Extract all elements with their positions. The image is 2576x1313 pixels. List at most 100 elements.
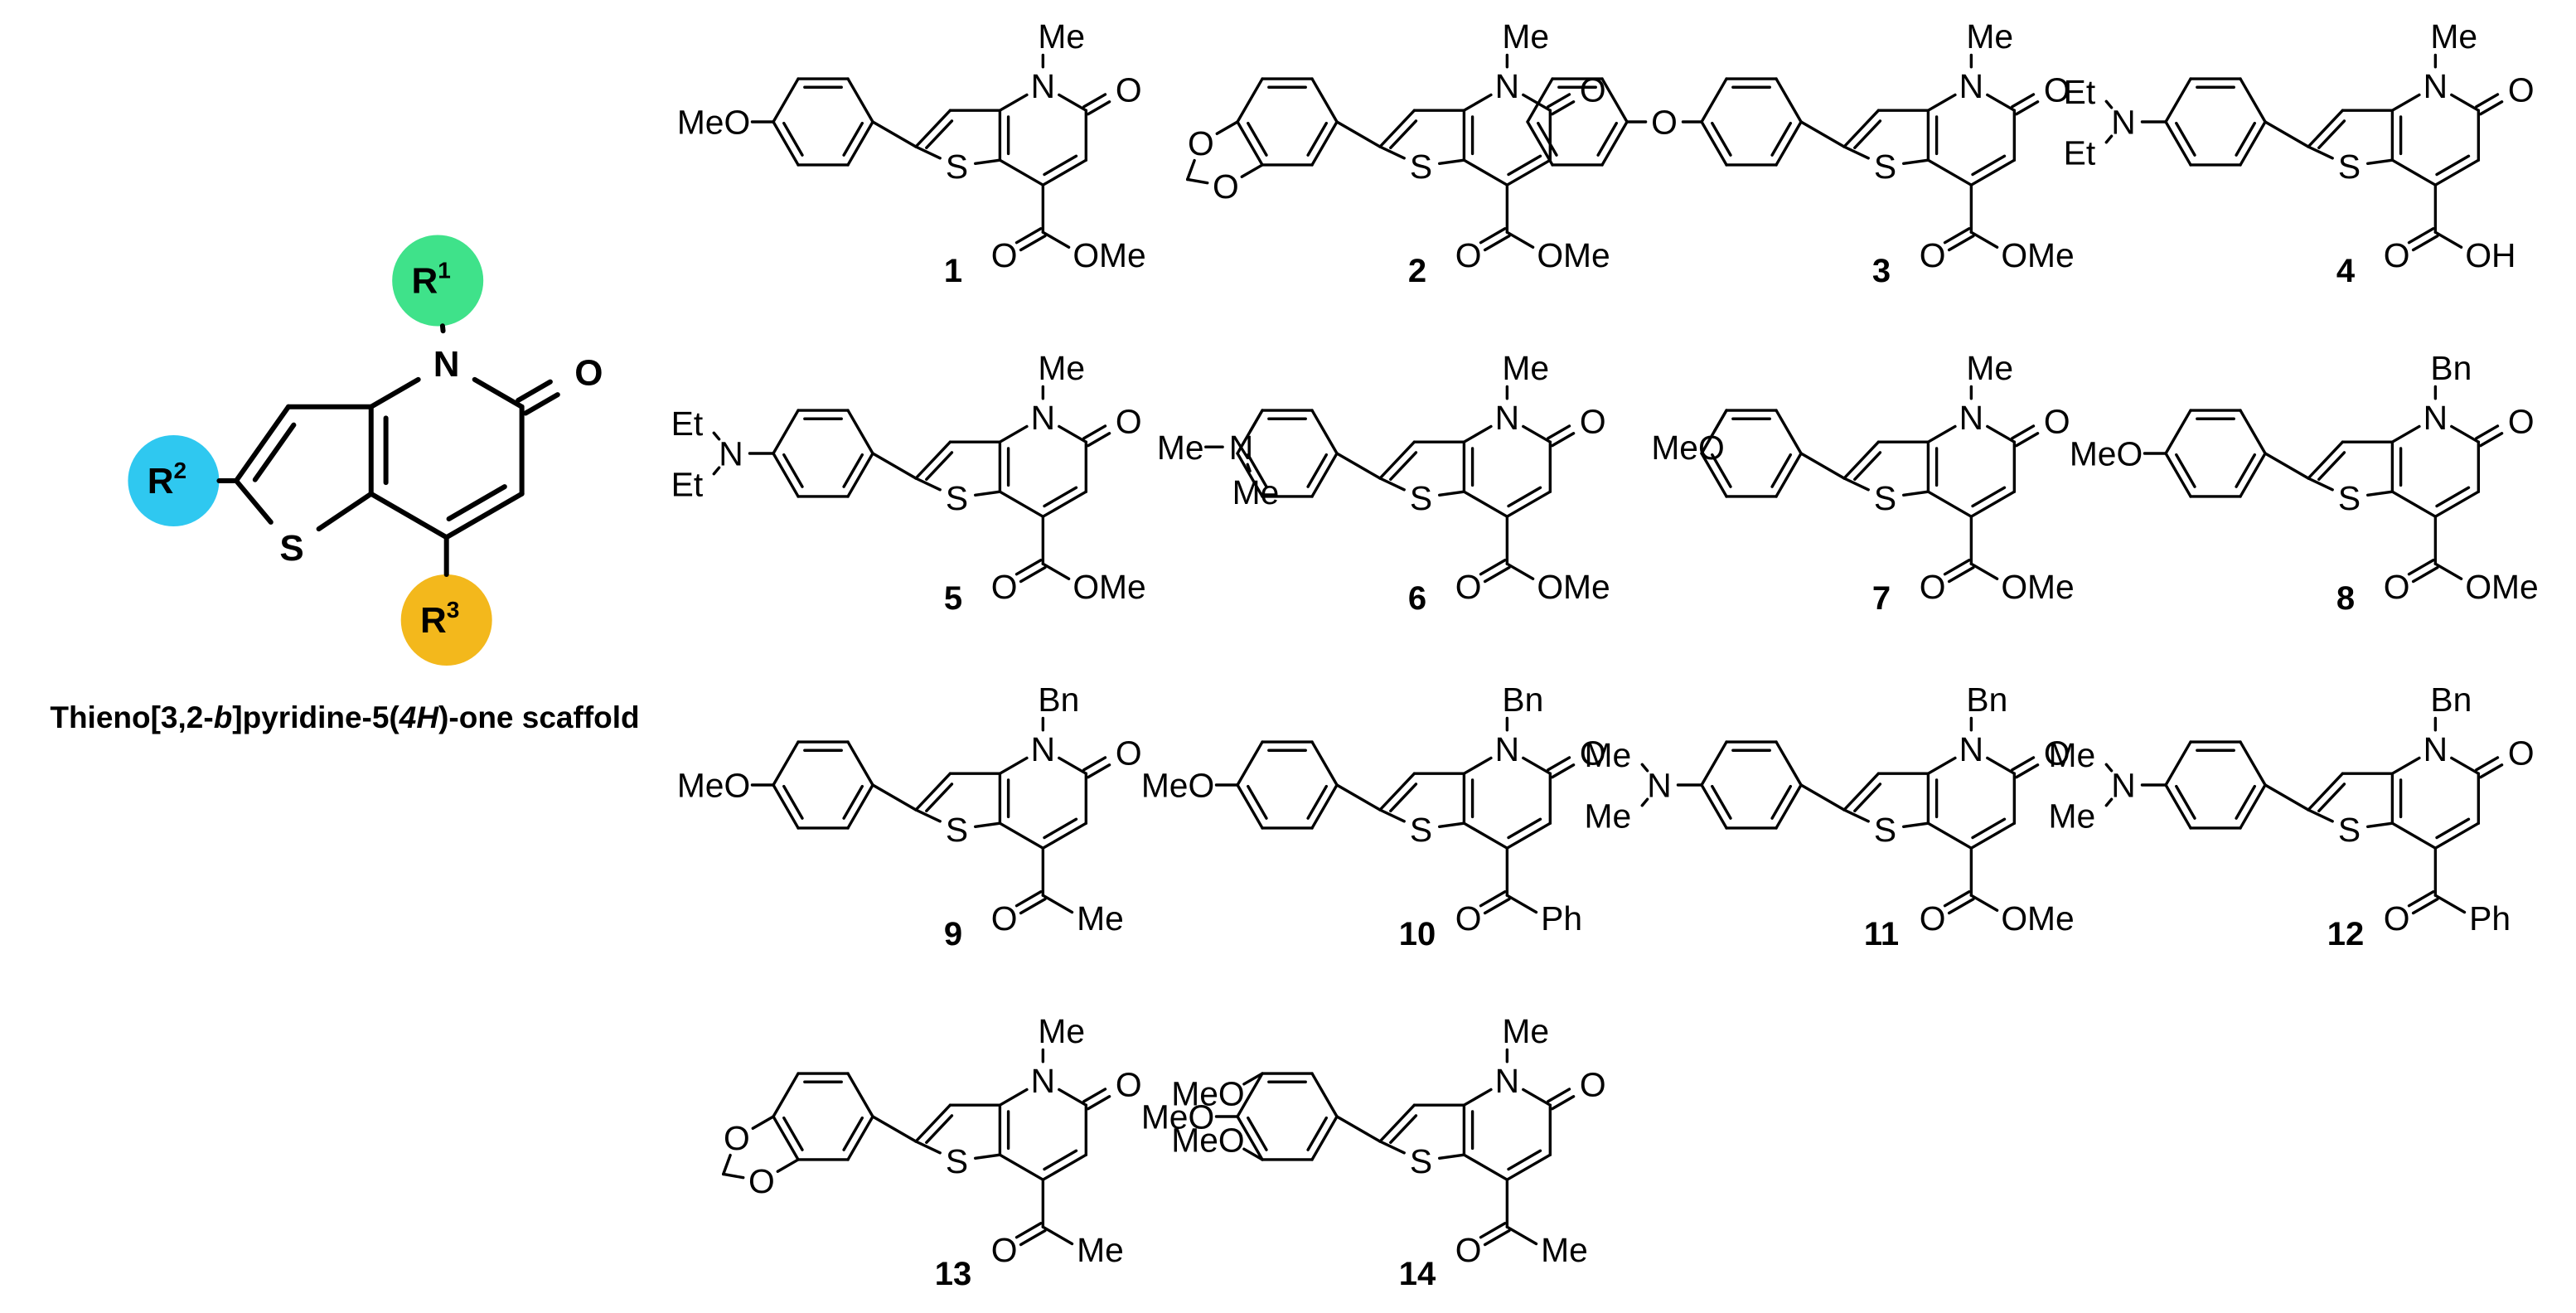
bond (1505, 894, 1538, 914)
bond (1537, 121, 1558, 157)
methoxy-label: MeO (1141, 1098, 1214, 1136)
bond (1505, 158, 1552, 187)
bond (842, 784, 864, 820)
bond (1389, 451, 1418, 482)
bond (846, 1072, 874, 1118)
bond (842, 453, 864, 488)
sulfur-label: S (946, 148, 968, 186)
n-substituent-label: Me (1966, 349, 2013, 387)
n-substituent-label: Me (2430, 17, 2477, 56)
bond (846, 783, 874, 830)
bond (516, 379, 553, 404)
bond (234, 478, 274, 525)
bond (1462, 1153, 1509, 1181)
bond (1799, 120, 1846, 148)
bond (1775, 77, 1803, 124)
bond (998, 1153, 1045, 1181)
bond (871, 452, 918, 480)
bond (1014, 1222, 1043, 1239)
bond (2433, 230, 2463, 249)
bond (2164, 452, 2192, 498)
r3-oxygen-label: O (1920, 568, 1946, 606)
bond (1505, 821, 1552, 850)
bond (1019, 1228, 1047, 1247)
bond (368, 491, 449, 540)
nitrogen-label: N (1031, 730, 1055, 768)
bond (1842, 808, 1870, 823)
bond (1041, 894, 1074, 914)
bond (1526, 120, 1554, 167)
scaffold-sulfur-label: S (279, 528, 303, 569)
bond (2433, 562, 2463, 580)
bond (1310, 1115, 1339, 1161)
nitrogen-label: N (1031, 67, 1055, 105)
bond (998, 1088, 1029, 1107)
nitrogen-label: N (1495, 67, 1519, 105)
methoxy-label: MeO (1171, 1075, 1244, 1113)
bond (1926, 490, 1973, 518)
bond (1596, 121, 1619, 157)
methoxy-ester-label: OMe (1537, 236, 1610, 274)
bond (446, 484, 507, 521)
bond (871, 120, 918, 148)
bond (2390, 93, 2421, 112)
bond (772, 1072, 800, 1118)
bond (1242, 1072, 1264, 1086)
amine-alkyl-label: Me (2048, 736, 2095, 774)
bond (2104, 763, 2114, 773)
carbonyl-oxygen-label: O (2508, 402, 2535, 440)
nitrogen-label: N (1495, 399, 1519, 437)
bond (1775, 740, 1803, 787)
r3-oxygen-label: O (1455, 899, 1482, 938)
carbonyl-oxygen-label: O (2508, 734, 2535, 772)
sulfur-label: S (2338, 811, 2361, 849)
compound-number: 13 (935, 1256, 972, 1292)
bond (2264, 452, 2310, 480)
bond (1522, 93, 1552, 112)
r3-oxygen-label: O (991, 899, 1018, 938)
bond (782, 784, 804, 820)
sulfur-label: S (1410, 479, 1432, 517)
bond (1185, 158, 1196, 182)
bond (1087, 763, 1111, 779)
bond (2390, 821, 2438, 850)
bond (1043, 1149, 1078, 1171)
bond (1775, 120, 1803, 167)
bond (1926, 93, 1957, 112)
bond (1853, 451, 1882, 482)
n-substituent-label: Me (1502, 1012, 1549, 1050)
r3-oxygen-label: O (991, 236, 1018, 274)
bond (1019, 897, 1047, 915)
methoxy-ester-label: OMe (2001, 236, 2074, 274)
bond (2164, 77, 2192, 124)
bond (1236, 120, 1264, 167)
bond (2264, 120, 2310, 148)
nitrogen-label: N (1031, 399, 1055, 437)
r3-oxygen-label: O (2384, 899, 2410, 938)
bond (1713, 409, 1728, 433)
bond (914, 145, 942, 160)
bond (2307, 109, 2345, 148)
bond (1969, 490, 2017, 518)
bond (1438, 821, 1466, 829)
bond (1246, 463, 1252, 472)
bond (1526, 77, 1554, 124)
bond (1505, 1225, 1538, 1246)
bond (1971, 154, 2007, 177)
amine-alkyl-label: Me (1232, 473, 1280, 511)
bond (1378, 440, 1416, 480)
bond (1215, 120, 1239, 135)
bond (1378, 109, 1416, 148)
bond (1700, 452, 1728, 498)
bond (1236, 783, 1264, 830)
bond (974, 1153, 1002, 1160)
bond (2433, 490, 2481, 518)
compound-number: 8 (2336, 580, 2355, 617)
bond (1438, 490, 1466, 497)
bond (1853, 119, 1882, 150)
bond (2239, 409, 2267, 455)
